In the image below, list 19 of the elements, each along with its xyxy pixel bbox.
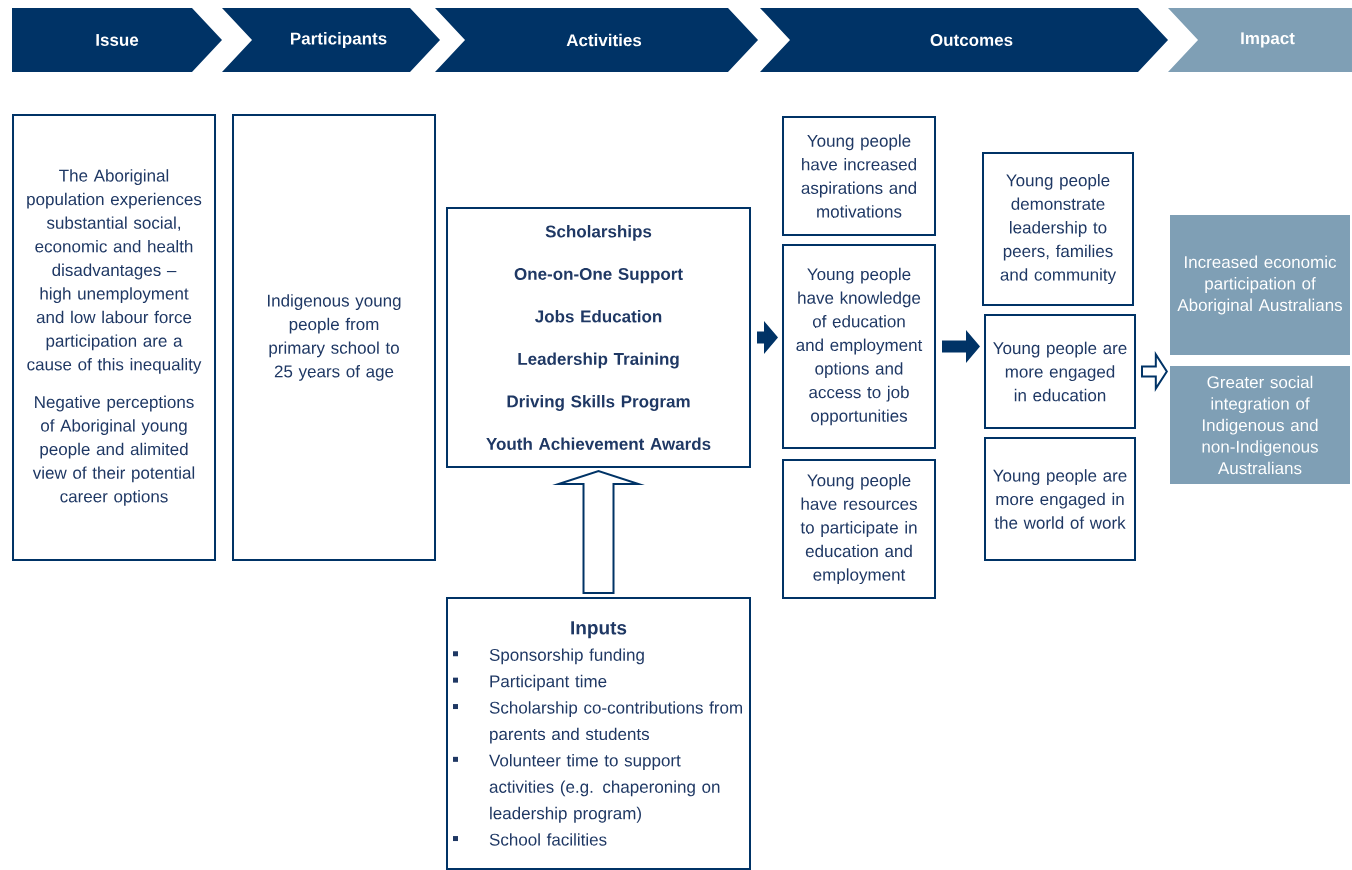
chevron-header: Participants [222, 8, 440, 72]
chevron-header: Activities [435, 8, 758, 72]
chevron-header: Impact [1168, 8, 1352, 72]
text-box: The Aboriginal population experiences substantial social, economic and health disadvantages – high unemployment and low labour force participation are a cause of this inequality Negative perceptions of Aboriginal young people and alimited view of their potential career options [12, 114, 216, 561]
block-arrow [552, 469, 645, 594]
chevron-header: Issue [12, 8, 222, 72]
text-box: Young people have resources to participate in education and employment [782, 459, 936, 599]
activities-box: Scholarships One-on-One Support Jobs Education Leadership Training Driving Skills Program Youth Achievement Awards [446, 207, 751, 468]
inputs-box: Inputs Sponsorship funding Participant time Scholarship co-contributions from parents and students Volunteer time to support activities (e.g. chaperoning on leadership program) School facilities [446, 597, 751, 870]
impact-box: Greater social integration of Indigenous and non-Indigenous Australians [1170, 366, 1350, 484]
impact-box: Increased economic participation of Aboriginal Australians [1170, 215, 1350, 355]
text-box: Young people are more engaged in the world of work [984, 437, 1136, 561]
chevron-header: Outcomes [760, 8, 1168, 72]
text-box: Young people have knowledge of education and employment options and access to job opportunities [782, 244, 936, 449]
block-arrow [1141, 351, 1168, 392]
text-box: Young people are more engaged in education [984, 314, 1136, 429]
text-box: Young people have increased aspirations and motivations [782, 116, 936, 236]
text-box: Indigenous young people from primary school to 25 years of age [232, 114, 436, 561]
text-box: Young people demonstrate leadership to peers, families and community [982, 152, 1134, 306]
